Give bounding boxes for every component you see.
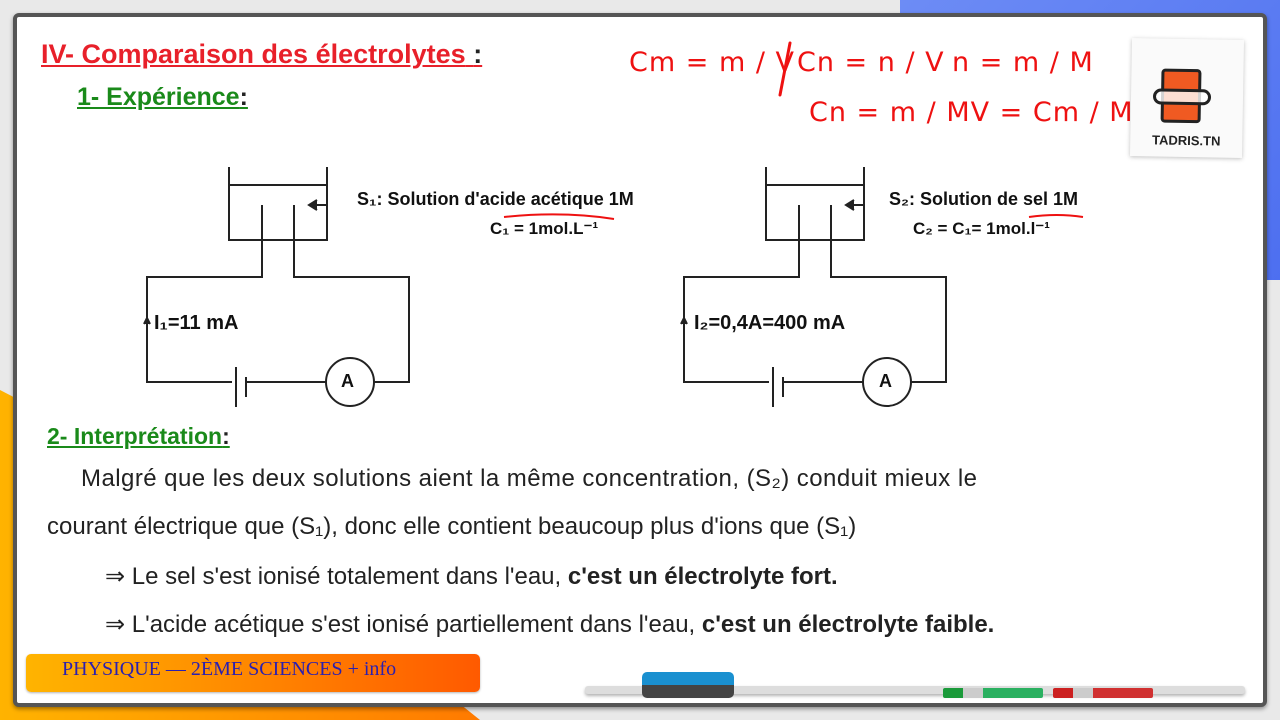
circuit-2-diagram — [680, 167, 947, 407]
underline-annotation — [1028, 214, 1084, 218]
tadris-logo: TADRIS.TN — [1129, 38, 1245, 158]
whiteboard: IV- Comparaison des électrolytes : 1- Ex… — [13, 13, 1267, 707]
circuit-1-diagram — [143, 167, 410, 407]
section-title: IV- Comparaison des électrolytes : — [41, 39, 483, 69]
interpretation-title: 2- Interprétation: — [47, 423, 230, 449]
handwritten-formula-molar-concentration: Cn = n / V — [797, 47, 945, 78]
red-marker-tool[interactable] — [1053, 688, 1153, 698]
green-marker-tool[interactable] — [943, 688, 1043, 698]
circuit-1-solution: S₁: Solution d'acide acétique 1M — [357, 189, 634, 209]
interpretation-line-1: Malgré que les deux solutions aient la m… — [81, 465, 978, 492]
circuit-2-solution: S₂: Solution de sel 1M — [889, 189, 1079, 209]
experience-title: 1- Expérience: — [77, 83, 248, 111]
marker-tray — [585, 686, 1245, 694]
handwritten-formula-moles: n = m / M — [952, 47, 1094, 78]
handwritten-formula-mass-concentration: Cm = m / V — [629, 47, 795, 78]
interpretation-line-2: courant électrique que (S₁), donc elle c… — [47, 513, 857, 540]
conclusion-weak: ⇒ L'acide acétique s'est ionisé partiell… — [105, 611, 995, 638]
eraser-tool[interactable] — [642, 672, 734, 698]
ammeter-2: A — [879, 371, 892, 391]
ammeter-1: A — [341, 371, 354, 391]
logo-text: TADRIS.TN — [1151, 132, 1221, 149]
handwritten-separator — [778, 41, 792, 97]
underline-annotation — [503, 213, 615, 220]
circuit-1-concentration: C₁ = 1mol.L⁻¹ — [490, 219, 599, 238]
course-banner: PHYSIQUE — 2ÈME SCIENCES + info — [26, 654, 480, 692]
circuit-1-current: I₁=11 mA — [154, 312, 239, 334]
handwritten-formula-relation: Cn = m / MV = Cm / M — [809, 97, 1134, 128]
conclusion-strong: ⇒ Le sel s'est ionisé totalement dans l'… — [105, 563, 838, 590]
circuit-2-current: I₂=0,4A=400 mA — [694, 312, 846, 334]
circuit-2-concentration: C₂ = C₁= 1mol.l⁻¹ — [913, 219, 1050, 238]
